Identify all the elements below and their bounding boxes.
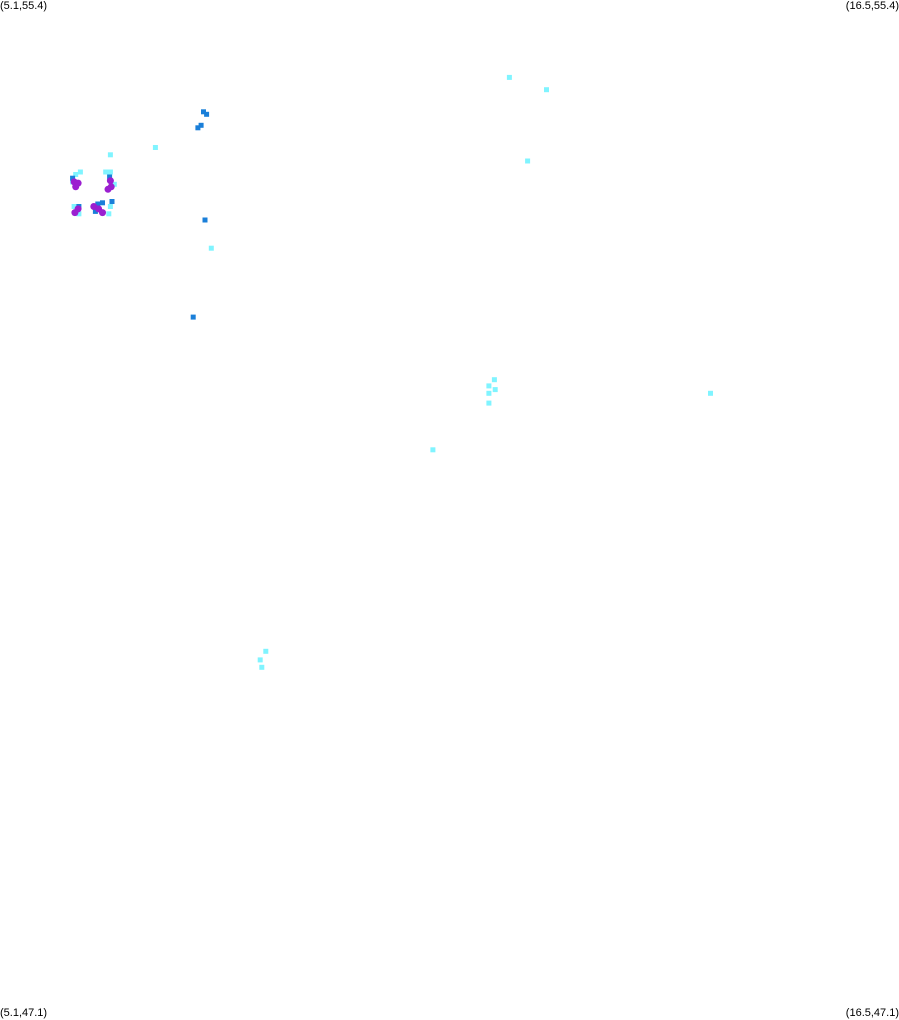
data-point-high: [71, 209, 79, 217]
data-point-low: [486, 390, 492, 396]
data-point-medium: [204, 111, 210, 117]
data-point-medium: [70, 175, 76, 181]
data-point-high: [99, 209, 106, 217]
data-point-medium: [95, 201, 101, 207]
data-point-low: [103, 169, 109, 175]
data-point-medium: [92, 208, 98, 214]
data-point-low: [76, 211, 82, 217]
data-point-low: [152, 145, 158, 150]
data-point-high: [106, 177, 114, 185]
data-point-low: [107, 204, 113, 209]
corner-label-top-right: (16.5,55.4): [845, 0, 899, 12]
data-point-low: [544, 87, 549, 93]
data-point-low: [430, 447, 436, 453]
data-point-low: [259, 664, 265, 670]
data-point-low: [71, 204, 77, 209]
data-point-low: [708, 390, 713, 396]
data-point-low: [111, 181, 117, 187]
data-point-low: [107, 152, 113, 158]
data-point-low: [506, 74, 512, 80]
data-point-low: [208, 245, 214, 251]
data-point-low: [492, 387, 498, 393]
data-point-medium: [198, 122, 204, 128]
data-point-low: [486, 383, 492, 389]
data-point-low: [491, 377, 497, 383]
data-point-low: [107, 169, 113, 175]
data-point-medium: [107, 174, 113, 180]
data-point-low: [486, 400, 492, 406]
data-point-medium: [109, 199, 115, 204]
data-point-low: [106, 211, 112, 217]
data-point-medium: [190, 314, 196, 320]
data-point-medium: [195, 125, 201, 131]
data-point-low: [77, 169, 83, 175]
corner-label-bottom-right: (16.5,47.1): [845, 1007, 899, 1019]
corner-label-bottom-left: (5.1,47.1): [0, 1007, 48, 1019]
data-points-layer: [70, 74, 713, 670]
data-point-low: [525, 158, 531, 164]
data-point-low: [263, 648, 269, 654]
corner-label-top-left: (5.1,55.4): [0, 0, 48, 12]
data-point-high: [72, 183, 80, 191]
data-point-low: [257, 657, 263, 663]
data-point-low: [73, 172, 79, 177]
data-point-medium: [201, 109, 206, 115]
data-point-medium: [100, 200, 105, 206]
data-point-medium: [202, 217, 208, 223]
data-point-high: [104, 185, 112, 193]
